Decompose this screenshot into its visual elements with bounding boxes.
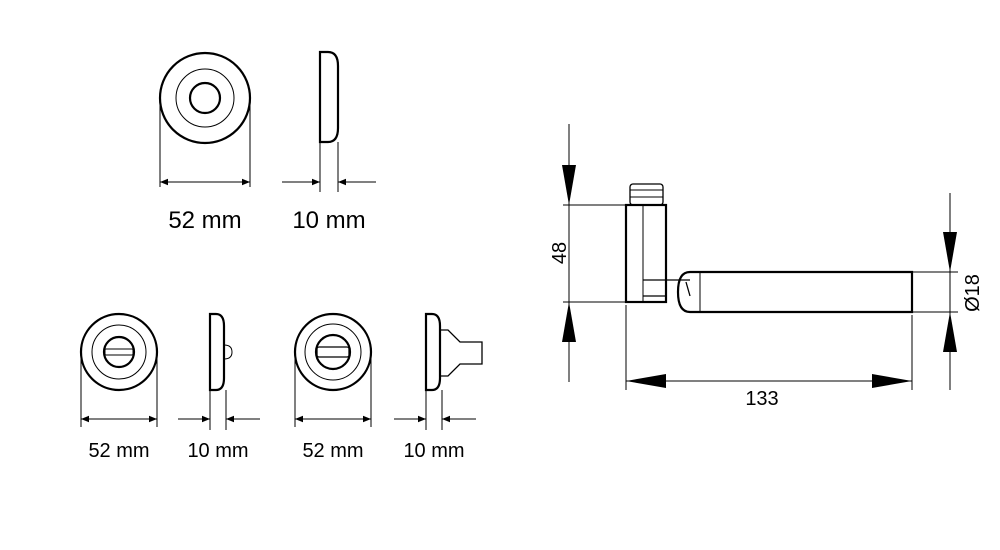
rosette-bottom-left-side-view — [208, 312, 233, 392]
rosette-top-side-view — [318, 50, 340, 144]
lever-length-dimension — [625, 305, 913, 390]
rosette-bottom-left-thickness-dimension — [178, 390, 260, 430]
lever-length-label: 133 — [745, 388, 778, 410]
rosette-bottom-left-thickness-label: 10 mm — [187, 440, 248, 462]
lever-height-label: 48 — [549, 242, 571, 264]
lever-height-dimension — [562, 124, 626, 382]
rosette-bottom-right-width-dimension — [294, 355, 372, 427]
lever-diameter-dimension — [912, 193, 958, 390]
rosette-bottom-left-width-dimension — [80, 355, 158, 427]
rosette-bottom-right-thickness-dimension — [394, 390, 476, 430]
rosette-top-thickness-label: 10 mm — [292, 207, 365, 234]
rosette-top-front-view — [158, 51, 252, 145]
rosette-bottom-right-front-view — [293, 312, 373, 392]
lever-handle-outline — [624, 183, 914, 314]
lever-diameter-label: Ø18 — [962, 274, 984, 312]
rosette-top-thickness-dimension — [282, 142, 376, 192]
rosette-bottom-right-thickness-label: 10 mm — [403, 440, 464, 462]
rosette-bottom-right-width-label: 52 mm — [302, 440, 363, 462]
rosette-bottom-left-width-label: 52 mm — [88, 440, 149, 462]
rosette-top-width-dimension — [159, 100, 251, 187]
rosette-top-width-label: 52 mm — [168, 207, 241, 234]
rosette-bottom-right-side-view — [424, 312, 483, 392]
rosette-bottom-left-front-view — [79, 312, 159, 392]
